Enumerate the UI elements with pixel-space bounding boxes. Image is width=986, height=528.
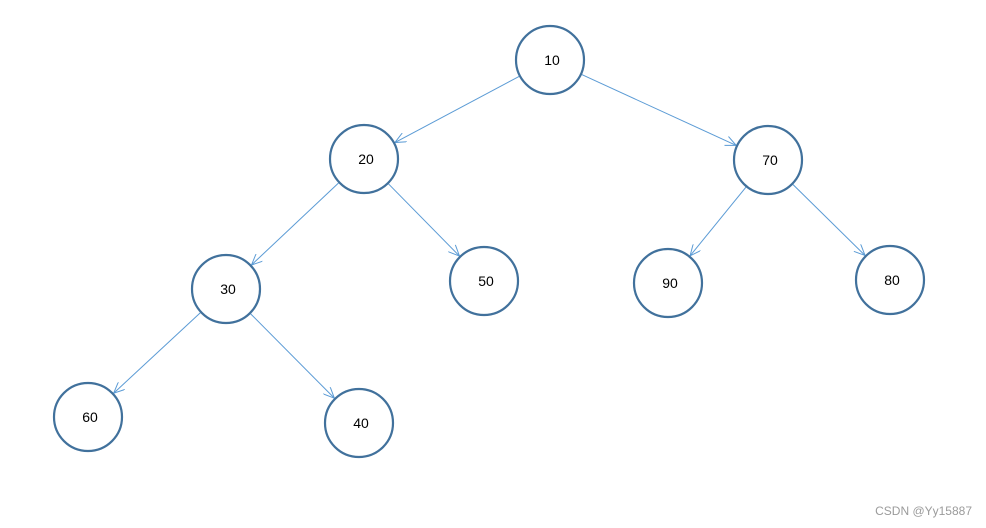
edge-n30-n60 xyxy=(114,312,201,393)
edge-n70-n80 xyxy=(792,184,865,256)
edge-n10-n70 xyxy=(581,74,736,146)
node-label: 50 xyxy=(478,273,494,289)
node-circle xyxy=(190,253,262,325)
node-circle xyxy=(632,247,704,319)
node-circle xyxy=(323,387,395,459)
nodes-layer: 10 20 70 30 50 90 80 60 40 xyxy=(52,24,926,459)
tree-node-30: 30 xyxy=(190,253,262,325)
node-label: 70 xyxy=(762,152,778,168)
tree-node-90: 90 xyxy=(632,247,704,319)
edge-n30-n40 xyxy=(250,313,335,398)
node-label: 60 xyxy=(82,409,98,425)
tree-node-70: 70 xyxy=(732,124,804,196)
node-circle xyxy=(732,124,804,196)
watermark-text: CSDN @Yy15887 xyxy=(875,504,972,518)
node-label: 90 xyxy=(662,275,678,291)
node-label: 20 xyxy=(358,151,374,167)
tree-node-50: 50 xyxy=(448,245,520,317)
node-label: 30 xyxy=(220,281,236,297)
node-circle xyxy=(854,244,926,316)
tree-node-20: 20 xyxy=(328,123,400,195)
edge-n20-n30 xyxy=(251,182,339,265)
node-circle xyxy=(448,245,520,317)
node-circle xyxy=(52,381,124,453)
node-label: 80 xyxy=(884,272,900,288)
tree-node-60: 60 xyxy=(52,381,124,453)
edge-n10-n20 xyxy=(395,76,520,142)
tree-node-40: 40 xyxy=(323,387,395,459)
node-circle xyxy=(328,123,400,195)
tree-node-10: 10 xyxy=(514,24,586,96)
tree-node-80: 80 xyxy=(854,244,926,316)
node-label: 10 xyxy=(544,52,560,68)
edge-n20-n50 xyxy=(388,183,460,256)
edge-n70-n90 xyxy=(690,186,747,256)
node-circle xyxy=(514,24,586,96)
node-label: 40 xyxy=(353,415,369,431)
edges-layer xyxy=(114,74,865,399)
